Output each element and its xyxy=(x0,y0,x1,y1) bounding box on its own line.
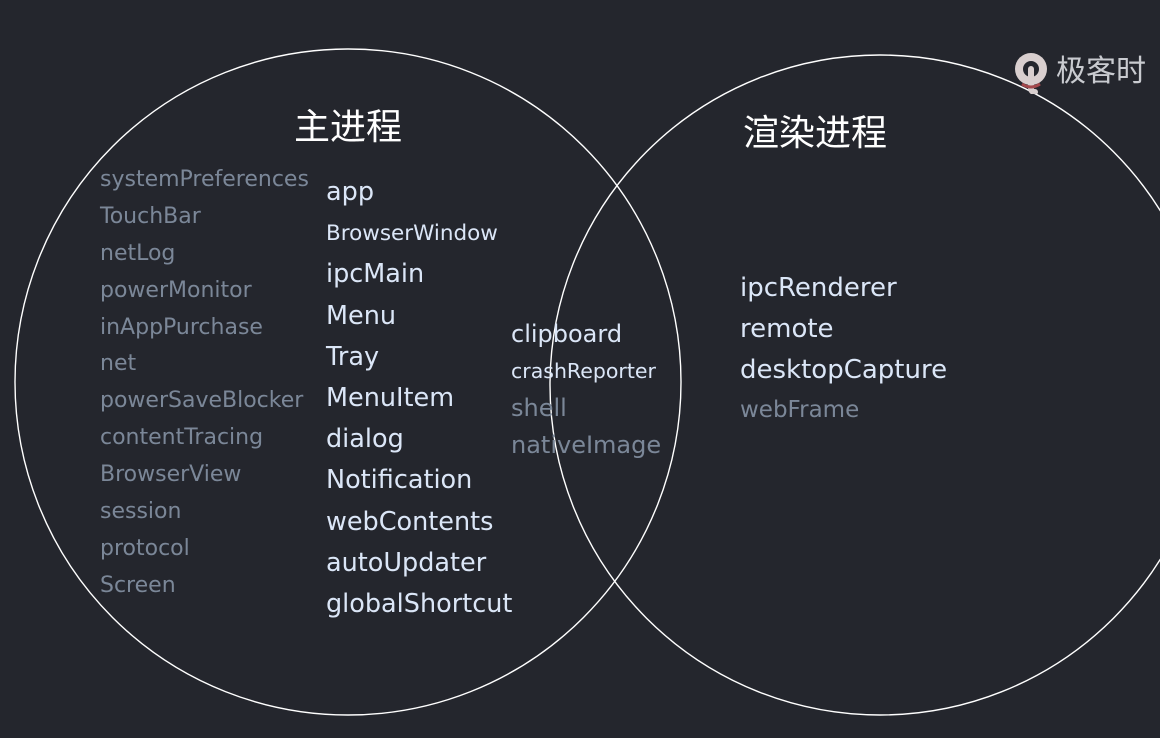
module-label: Tray xyxy=(326,341,380,372)
module-label: inAppPurchase xyxy=(100,314,263,340)
main-process-module-list: app BrowserWindow ipcMain Menu Tray Menu… xyxy=(326,172,512,625)
module-label: systemPreferences xyxy=(100,167,309,192)
renderer-module-list: ipcRenderer remote desktopCapture webFra… xyxy=(740,268,947,429)
module-label: nativeImage xyxy=(511,431,662,459)
renderer-process-circle xyxy=(549,54,1160,716)
module-label: autoUpdater xyxy=(326,547,487,578)
renderer-process-title: 渲染进程 xyxy=(743,113,888,154)
module-label: BrowserWindow xyxy=(326,221,498,247)
module-label: powerSaveBlocker xyxy=(100,388,304,414)
module-label: remote xyxy=(740,314,834,344)
brand-logo-text: 极客时 xyxy=(1056,54,1146,89)
module-label: MenuItem xyxy=(326,382,455,413)
module-label: powerMonitor xyxy=(100,277,252,303)
module-label: BrowserView xyxy=(100,462,242,488)
module-label: desktopCapture xyxy=(740,355,948,385)
geektime-logo-icon xyxy=(1015,53,1047,94)
shared-module-list: clipboard crashReporter shell nativeImag… xyxy=(511,316,661,464)
main-only-module-list: systemPreferences TouchBar netLog powerM… xyxy=(100,162,309,605)
module-label: app xyxy=(326,177,374,207)
module-label: contentTracing xyxy=(100,425,264,451)
main-process-circle xyxy=(14,48,682,716)
module-label: Menu xyxy=(326,300,397,331)
module-label: net xyxy=(100,351,137,377)
module-label: session xyxy=(100,499,182,525)
module-label: Notification xyxy=(326,465,473,496)
main-process-title: 主进程 xyxy=(294,107,403,148)
module-label: dialog xyxy=(326,424,404,455)
module-label: crashReporter xyxy=(511,359,656,383)
module-label: globalShortcut xyxy=(326,588,513,619)
module-label: netLog xyxy=(100,240,176,266)
module-label: ipcMain xyxy=(326,259,425,290)
module-label: ipcRenderer xyxy=(740,273,897,303)
module-label: Screen xyxy=(100,572,176,598)
module-label: protocol xyxy=(100,535,190,561)
module-label: clipboard xyxy=(511,320,623,348)
module-label: webContents xyxy=(326,506,494,537)
module-label: TouchBar xyxy=(100,203,201,229)
brand-logo: 极客时 xyxy=(1012,50,1146,94)
module-label: webFrame xyxy=(740,397,860,423)
module-label: shell xyxy=(511,394,567,422)
